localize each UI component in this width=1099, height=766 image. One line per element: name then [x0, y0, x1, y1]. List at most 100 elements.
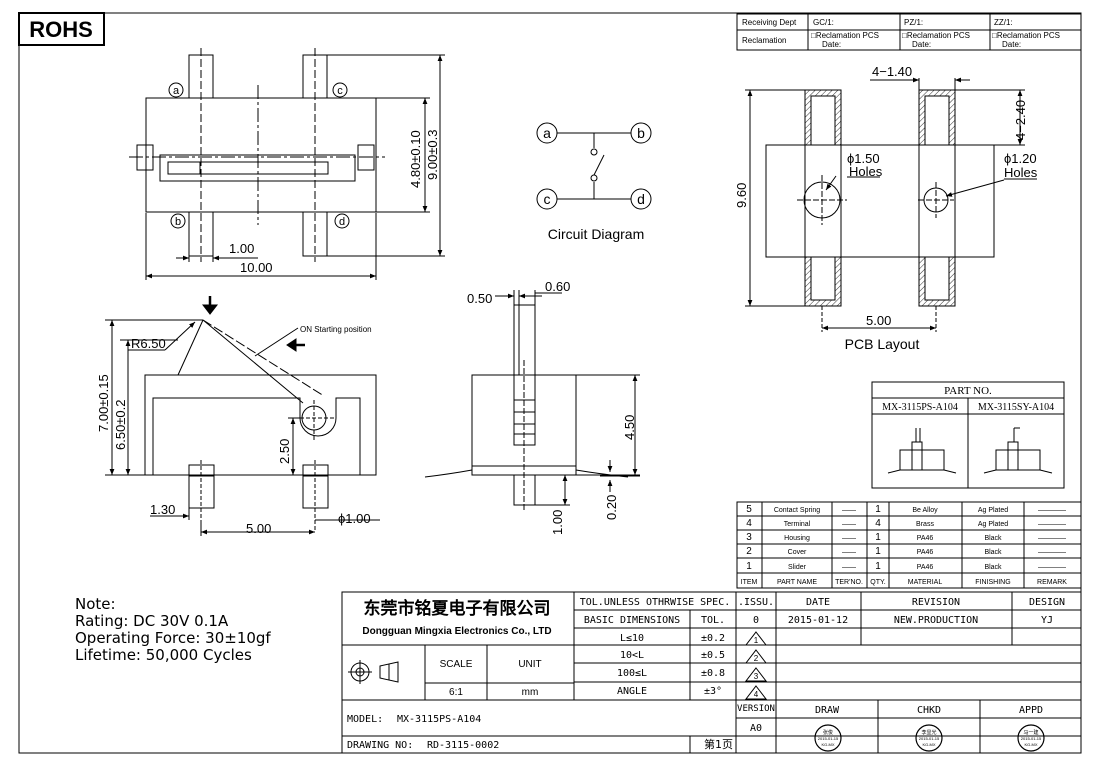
model-value: MX-3115PS-A104 [397, 714, 481, 725]
bom-row-2-ter-no: —— [842, 521, 856, 528]
bom-row-2-finishing: Ag Plated [978, 521, 1008, 528]
node-b: b [637, 125, 645, 141]
bom-row-1-qty: 1 [875, 504, 881, 515]
pcb-pitch-dim: 4−1.40 [872, 64, 912, 79]
stamp-3-date: 2015-01-15 [1021, 736, 1042, 741]
title-block [341, 591, 1082, 754]
stamp-2-date: 2015-01-15 [919, 736, 940, 741]
date-col: DATE [806, 597, 830, 608]
tol-head: TOL.UNLESS OTHRWISE SPEC. [580, 597, 731, 608]
pin-b-label: b [175, 216, 181, 228]
end-dim-b: 0.60 [545, 279, 570, 294]
company-cn: 东莞市铭夏电子有限公司 [364, 598, 551, 619]
tol-row-1-tol: ±0.2 [701, 633, 725, 644]
bom-row-5-ter-no: —— [842, 564, 856, 571]
bom-header-remark: REMARK [1037, 579, 1067, 586]
pcb-slot-dim: 4−2.40 [1013, 100, 1028, 140]
end-dim-a: 0.50 [467, 291, 492, 306]
bom-row-4-item: 2 [746, 546, 752, 557]
rohs-box: ROHS [18, 12, 105, 46]
pin-c-label: c [337, 85, 343, 97]
pz-label: PZ/1: [904, 18, 923, 27]
gc-label: GC/1: [813, 18, 834, 27]
revision-col: REVISION [912, 597, 960, 608]
scale-value: 6:1 [449, 687, 463, 698]
dim-total-width: 10.00 [240, 260, 273, 275]
side-view-labels: R6.50 ON Starting position 7.00±0.15 6.5… [96, 325, 372, 536]
bom-row-1-ter-no: —— [842, 507, 856, 514]
recl-pcs-3: □Reclamation PCS [992, 31, 1060, 40]
dim-pin-pitch: 5.00 [246, 521, 271, 536]
dim-total-height: 7.00±0.15 [96, 374, 111, 432]
node-a: a [543, 125, 551, 141]
pcb-labels: 4−1.40 4−2.40 9.60 5.00 ϕ1.50 Holes ϕ1.2… [734, 64, 1038, 352]
bom-header-qty: QTY. [870, 579, 885, 586]
tol-row-1-dim: L≤10 [620, 633, 644, 644]
bom-row-4-qty: 1 [875, 546, 881, 557]
tri-3: 3 [754, 672, 759, 681]
tol-col: TOL. [701, 615, 725, 626]
notes: Note: Rating: DC 30V 0.1A Operating Forc… [75, 595, 271, 664]
bom-row-1-item: 5 [746, 504, 752, 515]
basic-dims: BASIC DIMENSIONS [584, 615, 680, 626]
bom-row-4-ter-no: —— [842, 549, 856, 556]
bom-row-4-finishing: Black [984, 549, 1002, 556]
tol-row-3-dim: 100≤L [617, 668, 647, 679]
receiving-table: Receiving Dept Reclamation GC/1: PZ/1: Z… [736, 13, 1082, 51]
side-view [105, 296, 380, 536]
bom-row-5-qty: 1 [875, 561, 881, 572]
rev-date: 2015-01-12 [788, 615, 848, 626]
title-block-labels: 东莞市铭夏电子有限公司 Dongguan Mingxia Electronics… [347, 597, 1065, 751]
bom-row-2-part-name: Terminal [784, 521, 811, 528]
rev-text: NEW.PRODUCTION [894, 615, 978, 626]
node-d: d [637, 191, 645, 207]
pcb-width-dim: 5.00 [866, 313, 891, 328]
designer: YJ [1041, 615, 1053, 626]
tri-2: 2 [754, 654, 759, 663]
scale-label: SCALE [440, 659, 473, 670]
bom-row-5-part-name: Slider [788, 564, 807, 571]
bom-header-finishing: FINISHING [975, 579, 1010, 586]
hole2-dim: ϕ1.20 [1004, 151, 1037, 166]
bom-row-3-finishing: Black [984, 535, 1002, 542]
tol-row-3-tol: ±0.8 [701, 668, 725, 679]
note-title: Note: [75, 595, 116, 613]
note-force: Operating Force: 30±10gf [75, 629, 271, 647]
pcb-title: PCB Layout [845, 336, 920, 352]
end-dim-h: 4.50 [622, 415, 637, 440]
radius-label: R6.50 [131, 336, 166, 351]
bom-row-5-material: PA46 [917, 564, 934, 571]
bom-row-1-finishing: Ag Plated [978, 507, 1008, 514]
date-3: Date: [1002, 40, 1021, 49]
part-no-title: PART NO. [944, 385, 992, 397]
drawing-no: RD-3115-0002 [427, 740, 499, 751]
stamp-1-name: 张俊 [823, 729, 833, 736]
end-view [424, 290, 640, 510]
hole1-label: Holes [849, 164, 883, 179]
stamp-1-date: 2015-01-15 [818, 736, 839, 741]
bom-row-5-finishing: Black [984, 564, 1002, 571]
note-rating: Rating: DC 30V 0.1A [75, 612, 229, 630]
part-no-1: MX-3115PS-A104 [882, 402, 958, 413]
hole1-dim: ϕ1.50 [847, 151, 880, 166]
rohs-text: ROHS [29, 17, 93, 42]
note-lifetime: Lifetime: 50,000 Cycles [75, 646, 252, 664]
recl-pcs-1: □Reclamation PCS [811, 31, 879, 40]
appd-label: APPD [1019, 705, 1043, 716]
pcb-layout [745, 77, 1037, 332]
receiving-dept-label: Receiving Dept [742, 18, 797, 27]
top-view [129, 48, 445, 280]
circuit-diagram [536, 122, 652, 210]
dim-hole-dia: ϕ1.00 [338, 511, 371, 526]
stamp-1-code: KG-MX [821, 742, 834, 747]
tri-1: 1 [754, 636, 759, 645]
tol-row-2-tol: ±0.5 [701, 650, 725, 661]
tri-4: 4 [754, 690, 759, 699]
dim-pin-height: 2.50 [277, 439, 292, 464]
dim-body-height: 6.50±0.2 [113, 399, 128, 450]
date-1: Date: [822, 40, 841, 49]
bom-row-3-part-name: Housing [784, 535, 810, 542]
recl-pcs-2: □Reclamation PCS [902, 31, 970, 40]
design-col: DESIGN [1029, 597, 1065, 608]
